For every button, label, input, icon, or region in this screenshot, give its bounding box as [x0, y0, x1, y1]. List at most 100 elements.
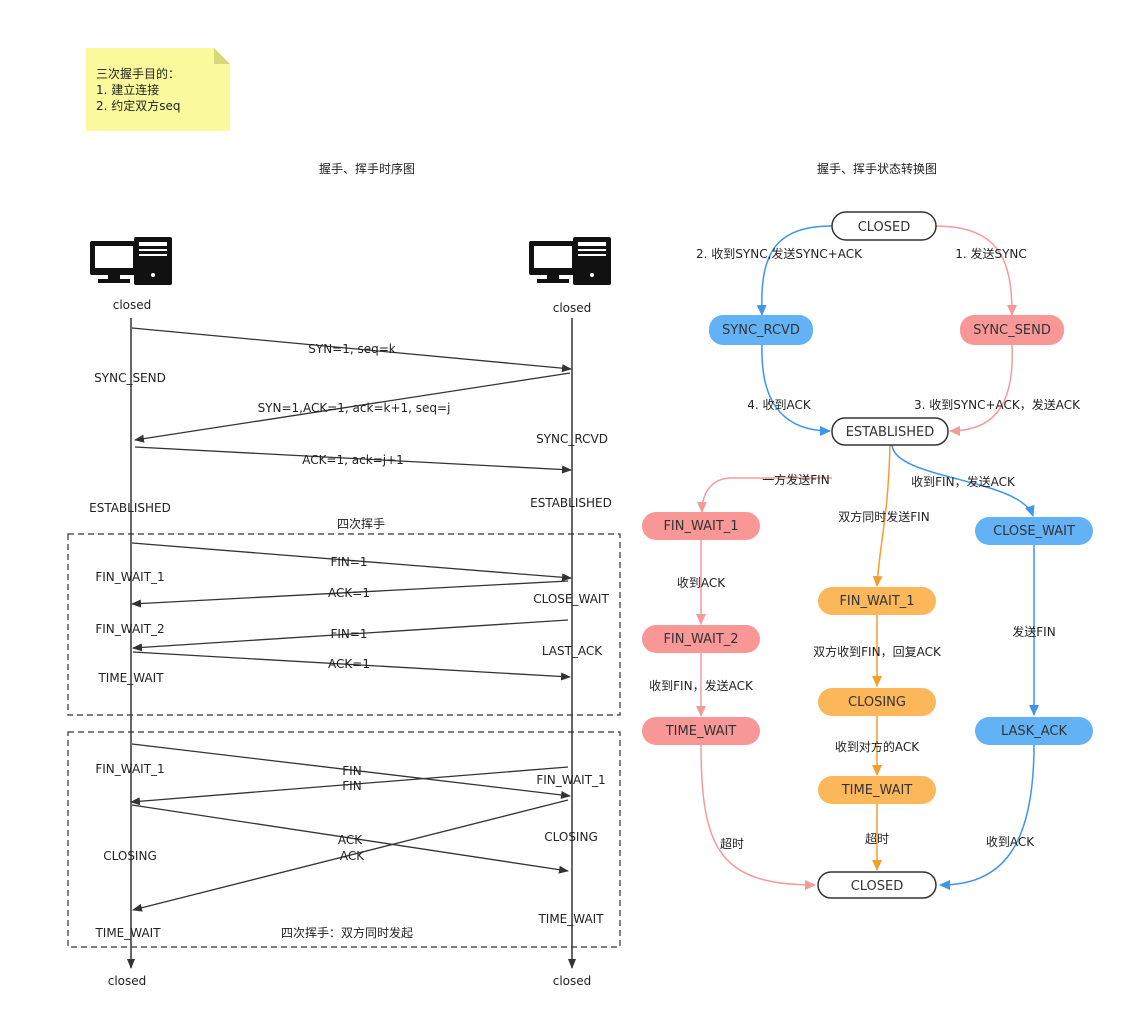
- sticky-note: [86, 48, 230, 131]
- fin1-arrow: [131, 542, 572, 582]
- edge-sync-rcvd-to-established: [761, 344, 831, 436]
- edge-label-recv-fin-send-ack-2: 收到FIN，发送ACK: [649, 678, 754, 693]
- edge-established-to-fin-wait-1: [697, 477, 832, 513]
- client-established: ESTABLISHED: [89, 501, 171, 515]
- sim-ack-a-label: ACK: [338, 833, 363, 847]
- four-way-title: 四次挥手: [337, 517, 385, 531]
- syn-label: SYN=1, seq=k: [308, 342, 396, 356]
- client-time-wait: TIME_WAIT: [97, 671, 164, 685]
- syn-arrow: [131, 327, 572, 373]
- sim-ack-a-arrow: [131, 804, 569, 874]
- server-initial-state: closed: [553, 301, 592, 315]
- fin2-arrow: [132, 619, 569, 652]
- syn-ack-arrow: [134, 372, 571, 443]
- server-close-wait: CLOSE_WAIT: [533, 592, 609, 606]
- server-established: ESTABLISHED: [530, 496, 612, 510]
- sim-client-time-wait: TIME_WAIT: [94, 926, 161, 940]
- node-close-wait-label: CLOSE_WAIT: [993, 524, 1075, 539]
- node-fin-wait-1-b-label: FIN_WAIT_1: [839, 594, 914, 609]
- node-closing-b: CLOSING: [818, 688, 936, 716]
- ack2-arrow: [132, 651, 571, 681]
- node-close-wait: CLOSE_WAIT: [975, 517, 1093, 545]
- node-time-wait-a: TIME_WAIT: [642, 717, 760, 745]
- sim-server-fin-wait-1: FIN_WAIT_1: [536, 773, 605, 787]
- sim-ack-b-label: ACK: [340, 849, 365, 863]
- ack-arrow: [134, 446, 572, 474]
- edge-established-to-both-fin: [872, 444, 891, 587]
- edge-established-to-close-wait: [891, 444, 1035, 517]
- client-computer-icon: [90, 237, 172, 285]
- edge-label-timeout-a: 超时: [720, 836, 744, 851]
- sim-fin-b-arrow: [130, 766, 569, 806]
- edge-label-both-fin: 双方同时发送FIN: [838, 509, 929, 524]
- edge-label-recv-peer-ack: 收到对方的ACK: [835, 739, 920, 754]
- edge-label-recv-fin-send-ack: 收到FIN，发送ACK: [911, 474, 1016, 489]
- node-fin-wait-2-a-label: FIN_WAIT_2: [663, 632, 738, 647]
- sequence-title: 握手、挥手时序图: [319, 161, 415, 176]
- client-fin-wait-1: FIN_WAIT_1: [95, 570, 164, 584]
- ack1-arrow: [131, 580, 569, 608]
- node-established: ESTABLISHED: [831, 417, 949, 446]
- edge-label-4: 4. 收到ACK: [747, 398, 812, 412]
- node-sync-send-label: SYNC_SEND: [973, 323, 1051, 338]
- four-way-box: [67, 533, 621, 716]
- ack1-label: ACK=1: [328, 586, 370, 600]
- ack2-label: ACK=1: [328, 657, 370, 671]
- node-closed-bottom: CLOSED: [817, 871, 937, 899]
- simultaneous-title: 四次挥手：双方同时发起: [281, 925, 413, 940]
- edge-label-3: 3. 收到SYNC+ACK，发送ACK: [914, 397, 1081, 412]
- sim-fin-a-label: FIN: [342, 764, 361, 778]
- node-closing-b-label: CLOSING: [848, 695, 906, 710]
- sim-client-closing: CLOSING: [103, 849, 157, 863]
- edge-label-2: 2. 收到SYNC,发送SYNC+ACK: [696, 246, 863, 261]
- client-final-state: closed: [108, 974, 147, 988]
- sim-ack-b-arrow: [132, 799, 569, 912]
- client-fin-wait-2: FIN_WAIT_2: [95, 622, 164, 636]
- state-diagram-title: 握手、挥手状态转换图: [817, 161, 937, 176]
- sim-server-closing: CLOSING: [544, 830, 598, 844]
- server-sync-rcvd: SYNC_RCVD: [536, 432, 608, 446]
- node-lask-ack: LASK_ACK: [975, 717, 1093, 745]
- node-lask-ack-label: LASK_ACK: [1001, 724, 1067, 739]
- note-line-2: 2. 约定双方seq: [96, 99, 181, 113]
- edge-sync-send-to-established: [949, 344, 1013, 436]
- edge-label-both-recv-fin: 双方收到FIN，回复ACK: [813, 644, 942, 659]
- ack-label: ACK=1, ack=j+1: [302, 453, 404, 467]
- edge-label-send-fin: 发送FIN: [1012, 624, 1055, 639]
- note-line-1: 1. 建立连接: [96, 83, 160, 97]
- simultaneous-box: [67, 731, 621, 948]
- syn-ack-label: SYN=1,ACK=1, ack=k+1, seq=j: [258, 401, 451, 415]
- edge-label-recv-ack-2: 收到ACK: [986, 835, 1035, 849]
- server-computer-icon: [529, 237, 611, 285]
- note-title: 三次握手目的：: [96, 67, 181, 81]
- node-time-wait-a-label: TIME_WAIT: [665, 724, 737, 739]
- sim-server-time-wait: TIME_WAIT: [537, 912, 604, 926]
- server-last-ack: LAST_ACK: [542, 644, 603, 658]
- node-time-wait-b: TIME_WAIT: [818, 776, 936, 804]
- node-time-wait-b-label: TIME_WAIT: [841, 783, 913, 798]
- node-fin-wait-1-a-label: FIN_WAIT_1: [663, 519, 738, 534]
- sim-fin-b-label: FIN: [342, 779, 361, 793]
- node-closed-top-label: CLOSED: [858, 220, 911, 235]
- node-sync-send: SYNC_SEND: [960, 315, 1064, 345]
- note-text: 三次握手目的： 1. 建立连接 2. 约定双方seq: [96, 66, 181, 114]
- node-sync-rcvd-label: SYNC_RCVD: [722, 323, 800, 338]
- fin2-label: FIN=1: [330, 627, 367, 641]
- edge-lask-ack-to-closed: [939, 744, 1035, 890]
- node-fin-wait-2-a: FIN_WAIT_2: [642, 625, 760, 653]
- edge-closed-to-sync-send: [933, 225, 1017, 316]
- node-fin-wait-1-a: FIN_WAIT_1: [642, 512, 760, 540]
- sim-client-fin-wait-1: FIN_WAIT_1: [95, 762, 164, 776]
- edge-label-one-side-fin: 一方发送FIN: [762, 472, 829, 487]
- node-sync-rcvd: SYNC_RCVD: [709, 315, 813, 345]
- edge-label-timeout-b: 超时: [865, 831, 889, 846]
- edge-label-recv-ack: 收到ACK: [677, 576, 726, 590]
- edge-time-wait-to-closed: [700, 743, 816, 890]
- node-closed-top: CLOSED: [831, 211, 937, 241]
- sim-fin-a-arrow: [131, 743, 571, 799]
- edge-label-1: 1. 发送SYNC: [955, 246, 1027, 261]
- node-fin-wait-1-b: FIN_WAIT_1: [818, 587, 936, 615]
- edge-closed-to-sync-rcvd: [756, 225, 833, 316]
- node-closed-bottom-label: CLOSED: [851, 879, 904, 894]
